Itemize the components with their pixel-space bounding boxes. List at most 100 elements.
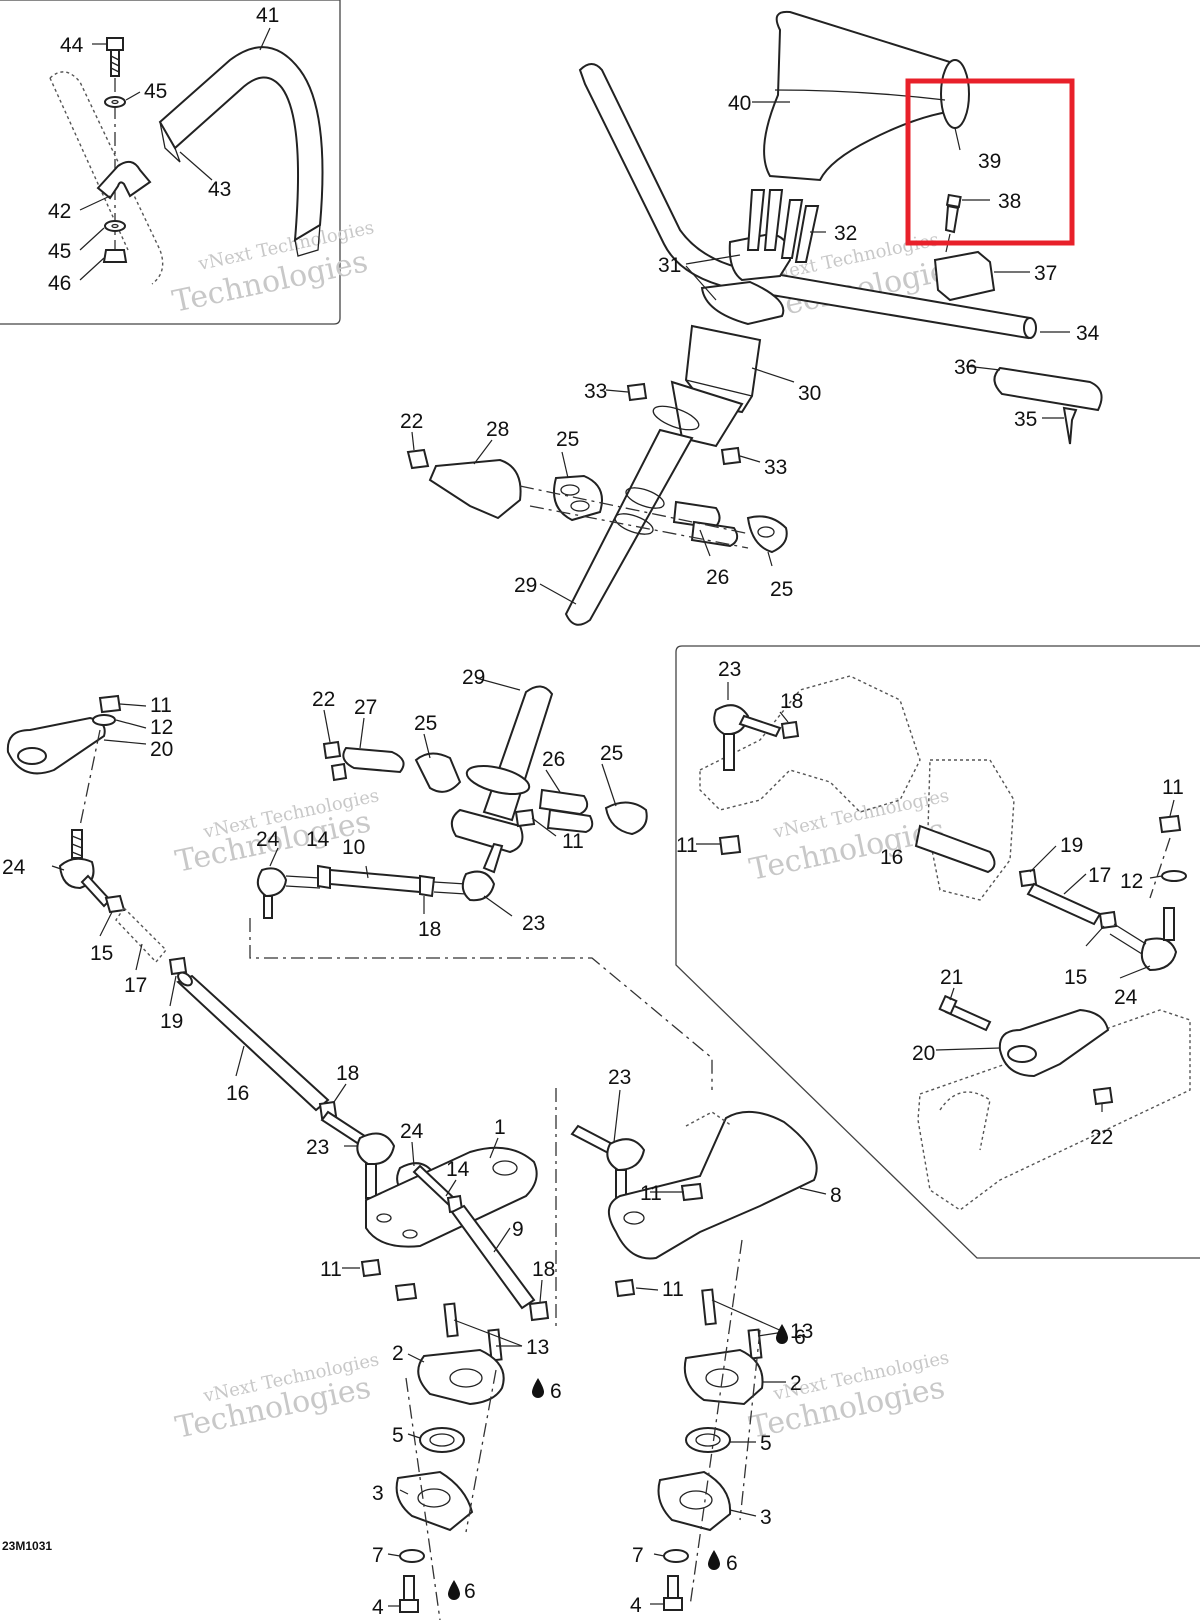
bolts-32 [746,189,820,263]
nut-11-mid [514,808,536,828]
label-24d: 24 [1114,986,1138,1009]
label-4b: 4 [630,1594,642,1617]
nut-11-left [98,694,122,714]
label-25c: 25 [414,712,437,735]
middle-linkage [249,685,713,1090]
ball-joint-23-bottom [356,1132,396,1166]
handlebar-part [578,63,1032,340]
handlebar-guard-part [158,46,324,242]
label-11c: 11 [320,1258,342,1281]
label-14b: 14 [446,1158,470,1181]
label-4: 4 [372,1596,384,1619]
label-45: 45 [144,80,167,103]
label-25d: 25 [600,742,623,765]
link-27 [342,746,405,774]
label-12b: 12 [1120,870,1143,893]
label-18b: 18 [336,1062,359,1085]
bushing-block-25c [414,752,462,793]
adhesive-drop-icon [776,1324,788,1344]
ball-joint-24 [256,867,288,898]
label-20b: 20 [912,1042,935,1065]
nut-11-bottom-b [394,1282,418,1302]
inset-guard-parts [49,37,324,285]
mount-plate-3-right [657,1470,732,1532]
label-35: 35 [1014,408,1037,431]
label-32: 32 [834,222,857,245]
spacer-26b [690,520,739,548]
grip-36 [993,366,1103,412]
label-11: 11 [562,830,584,853]
spacer-26c [538,788,589,816]
label-2: 2 [392,1342,404,1365]
label-16b: 16 [880,846,903,869]
label-23: 23 [522,912,545,935]
label-1: 1 [494,1116,506,1139]
adhesive-drop-icons [448,1324,788,1600]
label-38: 38 [998,190,1021,213]
plug-35 [1062,406,1078,445]
washer-7-left [399,1549,425,1563]
highlight-box [905,78,1075,246]
label-7: 7 [372,1544,384,1567]
label-19b: 19 [1060,834,1083,857]
adhesive-drop-icon [708,1550,720,1570]
washer-7-right [663,1549,689,1563]
label-26b: 26 [542,748,565,771]
label-18d: 18 [780,690,803,713]
diagram-reference-code: 23M1031 [2,1539,52,1553]
label-44: 44 [60,34,84,57]
nut-18-inset [780,720,800,740]
nut-11-inset-right [1158,814,1182,834]
handlebar-pad-part [763,10,967,182]
label-21: 21 [940,966,963,989]
label-29: 29 [514,574,537,597]
left-linkage [6,694,338,1120]
spacer-26d [546,808,594,834]
label-13b: 13 [790,1320,813,1343]
label-7b: 7 [632,1544,644,1567]
nut-11-right-a [680,1182,704,1202]
label-23b: 23 [306,1136,329,1159]
label-11d: 11 [640,1182,662,1205]
label-33: 33 [584,380,607,403]
label-6d: 6 [726,1552,738,1575]
label-3: 3 [372,1482,384,1505]
nut-11-inset [718,834,742,856]
ball-joint-23 [461,870,496,902]
bushing-block-25d [604,801,648,836]
label-36: 36 [954,356,977,379]
clamp-block-31-lower [700,280,785,326]
part-labels: 41 44 45 43 42 45 46 40 39 38 32 31 37 3… [2,4,1184,1619]
label-17b: 17 [1088,864,1111,887]
label-15b: 15 [1064,966,1087,989]
pitman-arm-8 [608,1111,818,1260]
label-3b: 3 [760,1506,772,1529]
label-22b: 22 [312,688,335,711]
label-43: 43 [208,178,231,201]
label-24b: 24 [2,856,26,879]
washer-12-left [92,714,116,726]
mount-plate-3-left [395,1470,474,1532]
drag-link-16-inset [914,824,996,874]
label-11f: 11 [676,834,698,857]
label-24c: 24 [400,1120,424,1143]
inset-right-parts [699,675,1191,1211]
switch-housing-37 [933,250,996,302]
label-46: 46 [48,272,71,295]
nut-33b [720,446,742,466]
washer-45b [104,220,126,232]
rod-end-17-inset [1026,882,1102,926]
nut-19 [168,956,188,976]
label-28: 28 [486,418,509,441]
rod-end-17 [115,906,167,964]
mount-plate-2-left [417,1348,505,1406]
label-25: 25 [556,428,579,451]
adhesive-drop-icon [532,1378,544,1398]
steering-arm-20 [6,716,106,775]
nut-15 [104,894,126,914]
plate-28 [428,458,522,520]
label-29b: 29 [462,666,485,689]
label-11e: 11 [662,1278,684,1301]
mount-plate-2-right [683,1348,764,1406]
